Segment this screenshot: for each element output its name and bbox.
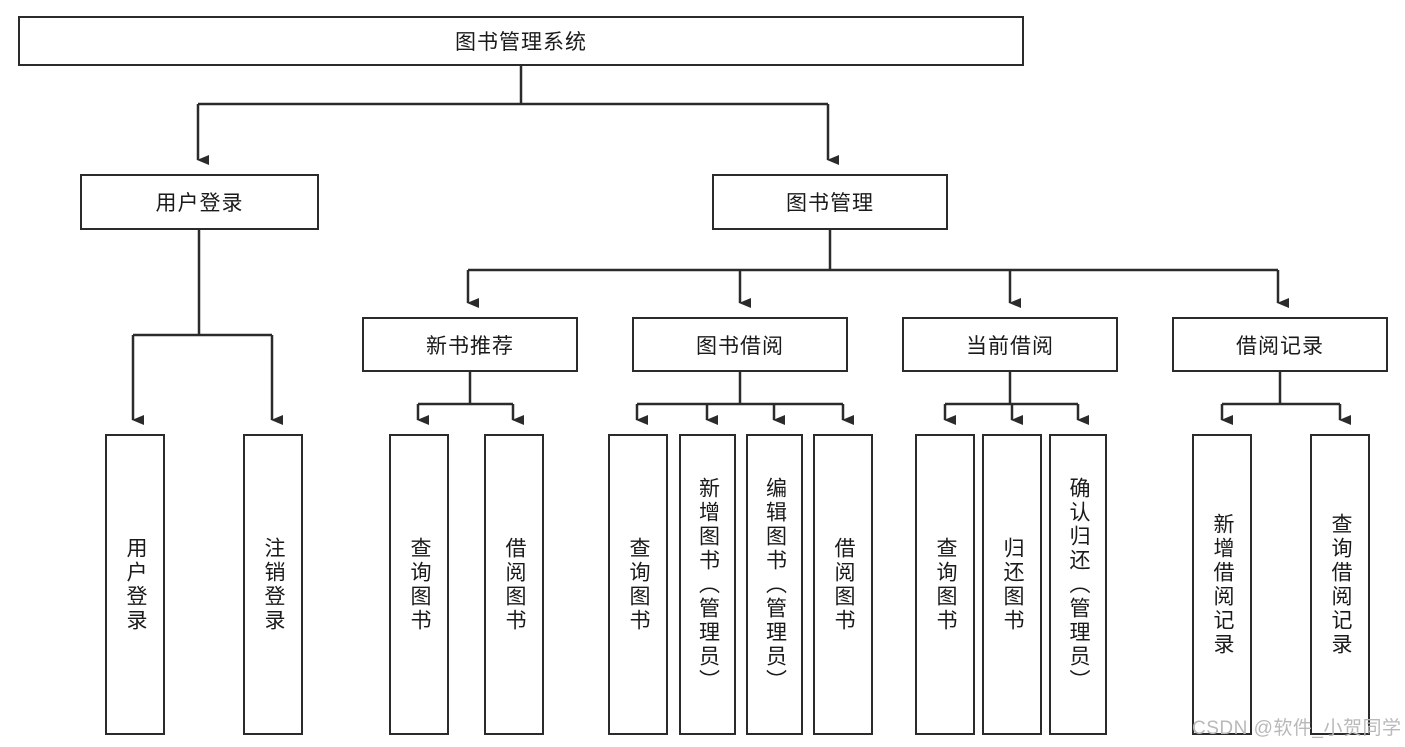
node-root-label: 图书管理系统 [455,31,587,54]
node-leaf-confirm-return[interactable]: 确认归还（管理员） [1049,434,1107,735]
node-leaf-user-login-label: 用户登录 [124,536,148,633]
node-book-borrow[interactable]: 图书借阅 [632,317,848,372]
node-leaf-borrow-book-label: 借阅图书 [832,536,856,633]
node-leaf-return-book[interactable]: 归还图书 [982,434,1042,735]
node-leaf-query-book-borrow[interactable]: 查询图书 [608,434,668,735]
node-borrow-records[interactable]: 借阅记录 [1172,317,1388,372]
node-book-management-label: 图书管理 [786,192,874,215]
node-leaf-edit-book[interactable]: 编辑图书（管理员） [746,434,803,735]
node-user-login-label: 用户登录 [155,192,244,215]
node-leaf-add-book-label: 新增图书（管理员） [696,476,720,693]
node-leaf-query-book-rec[interactable]: 查询图书 [389,434,449,735]
node-leaf-user-login[interactable]: 用户登录 [105,434,165,735]
node-root[interactable]: 图书管理系统 [18,16,1024,66]
node-book-management[interactable]: 图书管理 [712,174,948,230]
node-current-borrow[interactable]: 当前借阅 [902,317,1118,372]
csdn-watermark: CSDN @软件_小贺同学 [1192,718,1402,739]
node-leaf-query-book-current[interactable]: 查询图书 [915,434,975,735]
node-book-borrow-label: 图书借阅 [696,334,784,358]
node-borrow-records-label: 借阅记录 [1236,334,1324,358]
node-leaf-confirm-return-label: 确认归还（管理员） [1067,476,1091,693]
node-current-borrow-label: 当前借阅 [966,334,1054,358]
node-leaf-logout-label: 注销登录 [262,536,286,633]
node-leaf-return-book-label: 归还图书 [1001,536,1025,633]
node-leaf-add-record-label: 新增借阅记录 [1211,512,1235,657]
node-leaf-edit-book-label: 编辑图书（管理员） [763,476,787,693]
node-leaf-logout[interactable]: 注销登录 [243,434,303,735]
node-leaf-add-record[interactable]: 新增借阅记录 [1192,434,1252,735]
node-leaf-borrow-book-rec[interactable]: 借阅图书 [484,434,544,735]
node-new-book-recommend[interactable]: 新书推荐 [362,317,578,372]
node-leaf-borrow-book-rec-label: 借阅图书 [503,536,527,633]
node-leaf-query-record-label: 查询借阅记录 [1329,512,1353,657]
node-leaf-query-book-borrow-label: 查询图书 [627,536,651,633]
node-leaf-query-record[interactable]: 查询借阅记录 [1310,434,1370,735]
node-leaf-borrow-book[interactable]: 借阅图书 [813,434,873,735]
node-leaf-query-book-rec-label: 查询图书 [408,536,432,633]
node-leaf-query-book-current-label: 查询图书 [934,536,958,633]
node-user-login[interactable]: 用户登录 [80,174,319,230]
node-new-book-recommend-label: 新书推荐 [426,334,514,358]
node-leaf-add-book[interactable]: 新增图书（管理员） [679,434,736,735]
